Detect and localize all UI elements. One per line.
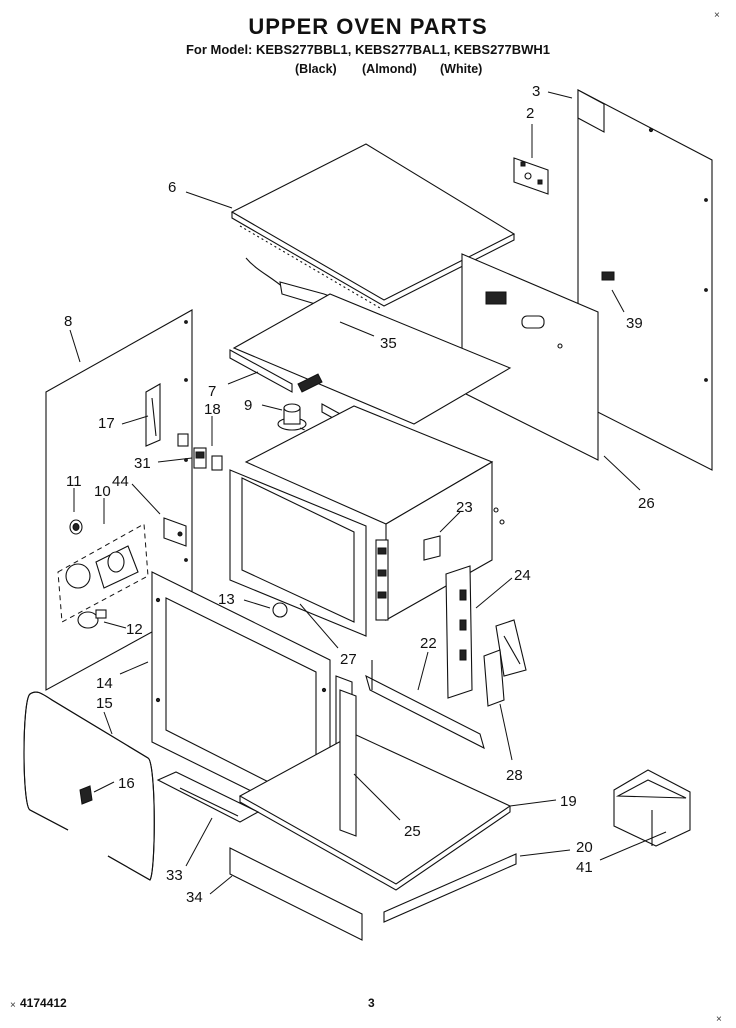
- part-door-gasket-15: [23, 691, 155, 881]
- color-white: (White): [440, 62, 483, 76]
- color-black: (Black): [295, 62, 337, 76]
- callout-13: 13: [218, 591, 235, 608]
- callout-39: 39: [626, 315, 643, 332]
- callout-28: 28: [506, 767, 523, 784]
- callout-24: 24: [514, 567, 531, 584]
- callout-17: 17: [98, 415, 115, 432]
- corner-mark-top-right: ×: [714, 10, 720, 21]
- part-shield-25: [339, 689, 357, 837]
- callout-19: 19: [560, 793, 577, 810]
- callout-16: 16: [118, 775, 135, 792]
- callout-2: 2: [526, 105, 534, 122]
- part-plug-13: [272, 602, 288, 618]
- callout-35: 35: [380, 335, 397, 352]
- part-trim-20: [383, 853, 517, 923]
- callout-8: 8: [64, 313, 72, 330]
- part-switch-31: [193, 447, 207, 469]
- part-hinge-bracket-24: [445, 565, 473, 699]
- callout-10: 10: [94, 483, 111, 500]
- corner-mark-bottom-right: ×: [716, 1014, 722, 1025]
- callout-34: 34: [186, 889, 203, 906]
- part-rear-panel: [461, 253, 599, 461]
- callout-9: 9: [244, 397, 252, 414]
- callout-27: 27: [340, 651, 357, 668]
- part-bracket-41: [613, 769, 691, 847]
- callout-11: 11: [66, 473, 82, 490]
- corner-mark-bottom-left: ×: [10, 1000, 16, 1011]
- callout-6: 6: [168, 179, 176, 196]
- callout-12: 12: [126, 621, 143, 638]
- part-bracket-44: [163, 517, 187, 547]
- callout-41: 41: [576, 859, 593, 876]
- part-bracket-2: [513, 157, 549, 195]
- callout-15: 15: [96, 695, 113, 712]
- part-light-bulb-12: [77, 609, 107, 629]
- callout-14: 14: [96, 675, 113, 692]
- callout-18: 18: [204, 401, 221, 418]
- part-hinge-28: [483, 619, 527, 707]
- callout-26: 26: [638, 495, 655, 512]
- leader-lines: [69, 91, 667, 895]
- callout-7: 7: [208, 383, 216, 400]
- callout-labels: 3 2 6 39 35 8 7 9 18 17 31 11 10 44 26 2…: [64, 83, 655, 906]
- part-clip-16: [79, 785, 93, 805]
- part-light-socket-10: [57, 523, 149, 623]
- part-clip-18: [177, 433, 223, 471]
- part-grommet-11: [69, 519, 83, 535]
- part-side-panel-right: [577, 89, 713, 471]
- callout-3: 3: [532, 83, 540, 100]
- page-title: UPPER OVEN PARTS: [248, 14, 488, 39]
- callout-22: 22: [420, 635, 437, 652]
- part-rail-22: [365, 660, 485, 750]
- callout-20: 20: [576, 839, 593, 856]
- callout-44: 44: [112, 473, 129, 490]
- model-line: For Model: KEBS277BBL1, KEBS277BAL1, KEB…: [185, 42, 551, 57]
- callout-25: 25: [404, 823, 421, 840]
- part-bracket-23: [423, 535, 441, 561]
- callout-31: 31: [134, 455, 151, 472]
- part-vent-33: [156, 771, 260, 823]
- doc-number: 4174412: [20, 996, 67, 1010]
- callout-23: 23: [456, 499, 473, 516]
- part-top-panel: [230, 143, 516, 309]
- part-trim-34: [229, 847, 363, 941]
- callout-33: 33: [166, 867, 183, 884]
- color-almond: (Almond): [362, 62, 417, 76]
- page-number: 3: [368, 996, 375, 1010]
